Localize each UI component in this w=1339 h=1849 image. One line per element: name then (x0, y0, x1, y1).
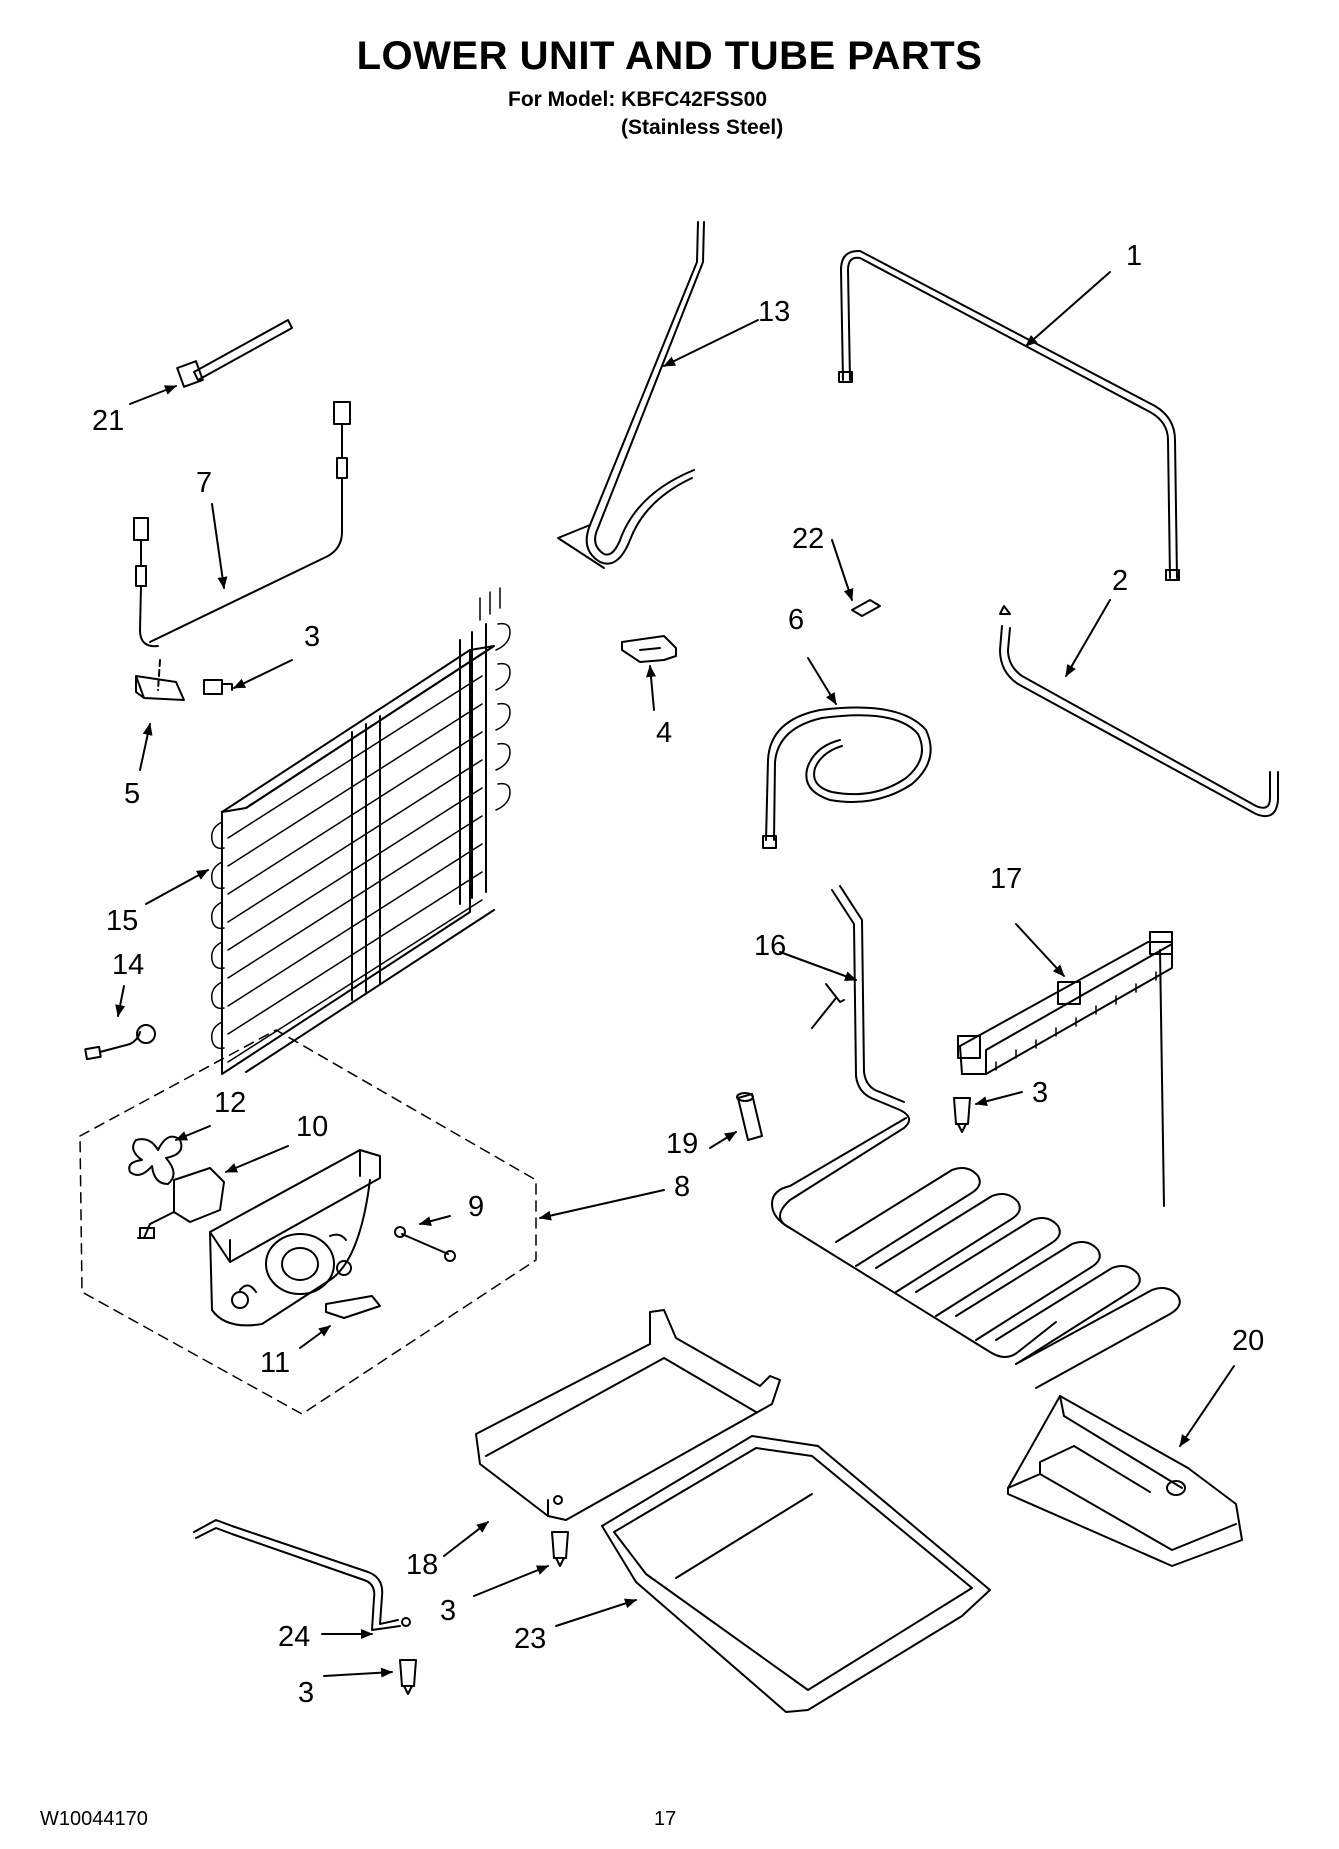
page-number: 17 (654, 1808, 677, 1830)
part-3-screw-18 (551, 1531, 569, 1567)
callout-7: 7 (196, 467, 212, 499)
part-14-sensor (84, 1024, 156, 1061)
callout-1: 1 (1126, 240, 1142, 272)
callout-9: 9 (468, 1191, 484, 1223)
part-8-fan-assembly (79, 1029, 537, 1415)
callout-20: 20 (1232, 1325, 1264, 1357)
callout-3-tray: 3 (440, 1595, 456, 1627)
callout-21: 21 (92, 405, 124, 437)
callout-17: 17 (990, 863, 1022, 895)
callout-3-bracket: 3 (1032, 1077, 1048, 1109)
part-17-bracket (957, 931, 1173, 1075)
part-16-heater-tube (771, 885, 1181, 1389)
callout-15: 15 (106, 905, 138, 937)
page-title: LOWER UNIT AND TUBE PARTS (356, 34, 983, 78)
part-21-cable-tie (176, 319, 293, 388)
callout-24: 24 (278, 1621, 310, 1653)
callout-2: 2 (1112, 565, 1128, 597)
part-1-tube (838, 249, 1180, 581)
callout-10: 10 (296, 1111, 328, 1143)
callout-23: 23 (514, 1623, 546, 1655)
callout-8: 8 (674, 1171, 690, 1203)
part-3-screw-upper (157, 659, 233, 695)
part-3-screw-lower (399, 1659, 417, 1695)
part-13-tube (557, 221, 705, 569)
callout-16: 16 (754, 930, 786, 962)
callout-3-upper: 3 (304, 621, 320, 653)
part-22-clip (851, 599, 881, 617)
part-3-screw-17 (953, 1097, 971, 1133)
finish-line: (Stainless Steel) (621, 116, 784, 139)
part-7-wire-harness (133, 401, 351, 648)
part-19-grommet (736, 1092, 763, 1141)
callout-13: 13 (758, 296, 790, 328)
callout-11: 11 (260, 1347, 290, 1379)
callout-5: 5 (124, 778, 140, 810)
model-line: For Model: KBFC42FSS00 (508, 88, 768, 111)
part-6-tube (762, 706, 932, 849)
part-23-drain-pan (601, 1435, 991, 1713)
part-4-clip (621, 635, 677, 663)
part-20-cover (1007, 1395, 1243, 1567)
callout-14: 14 (112, 949, 144, 981)
callout-4: 4 (656, 717, 672, 749)
part-5-bracket (135, 675, 185, 701)
part-2-tube (999, 605, 1279, 818)
callout-22: 22 (792, 523, 824, 555)
part-18-tray-bracket (475, 1309, 781, 1521)
callout-3-lower: 3 (298, 1677, 314, 1709)
part-15-evaporator (210, 587, 511, 1075)
callout-19: 19 (666, 1128, 698, 1160)
callout-6: 6 (788, 604, 804, 636)
part-24-tube (193, 1519, 411, 1631)
callout-18: 18 (406, 1549, 438, 1581)
callout-labels: 1 2 3 3 3 3 4 5 6 7 8 9 10 11 12 13 14 1… (92, 240, 1264, 1709)
leader-arrows (115, 271, 1235, 1678)
document-code: W10044170 (40, 1808, 148, 1830)
callout-12: 12 (214, 1087, 246, 1119)
